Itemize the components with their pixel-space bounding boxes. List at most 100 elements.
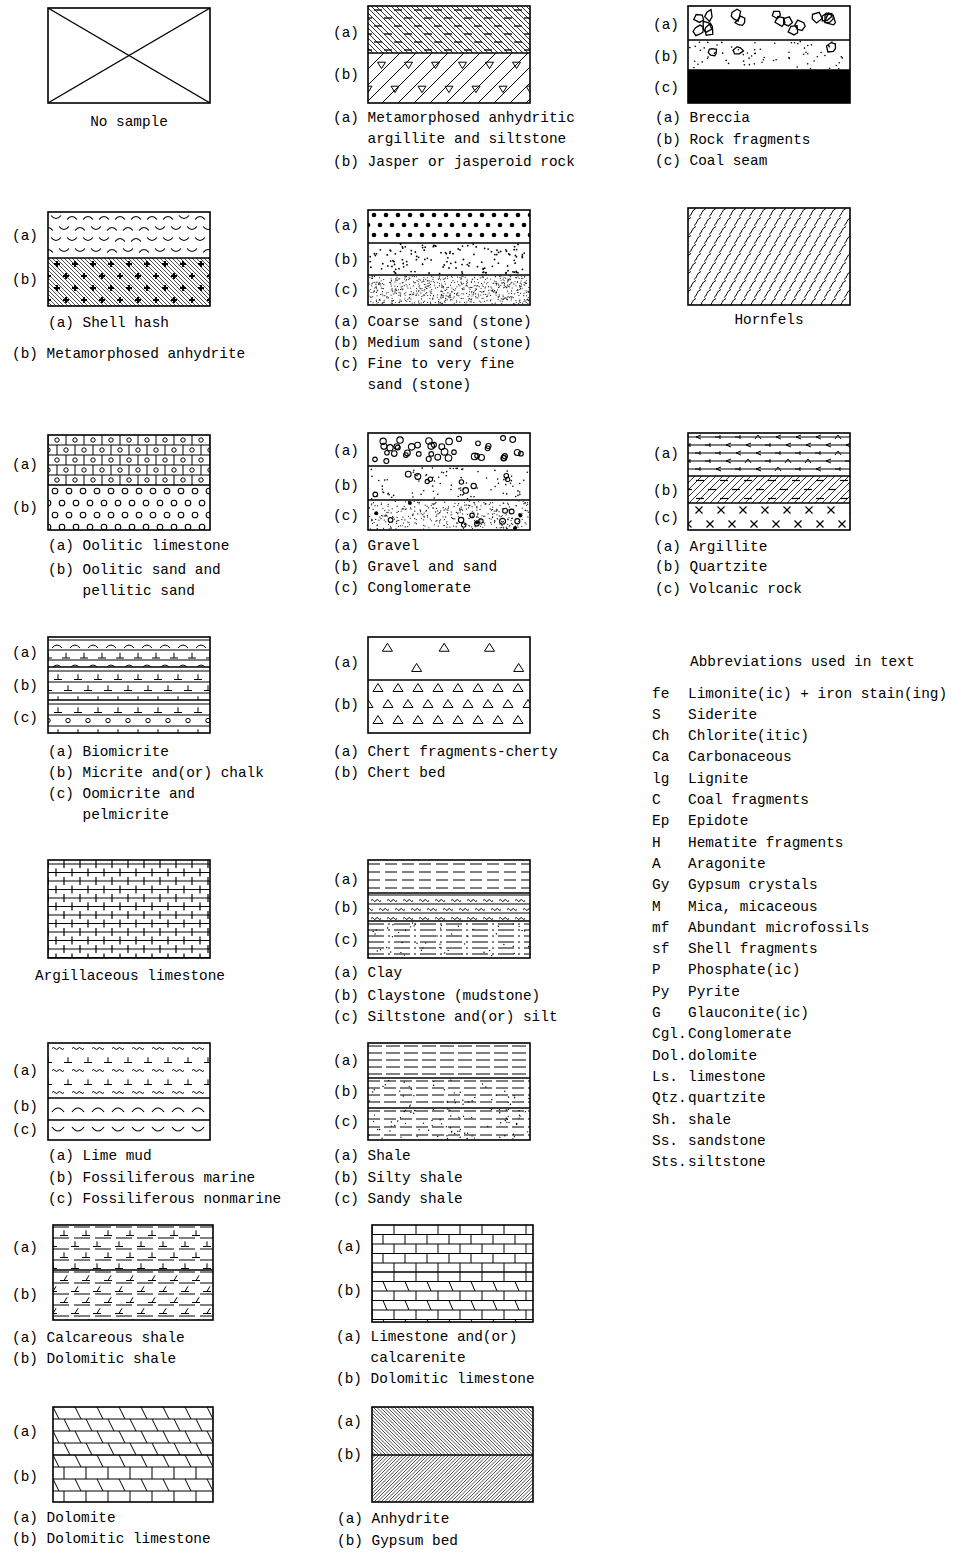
pattern-dot <box>485 272 487 274</box>
pattern-dot <box>382 283 383 284</box>
pattern-dot <box>420 213 425 218</box>
pattern-dot <box>459 509 460 510</box>
pattern-mark <box>754 236 761 244</box>
pattern-dot <box>457 293 458 294</box>
pattern-dot <box>482 268 484 270</box>
pattern-dot <box>463 298 464 299</box>
pattern-ring <box>504 474 509 479</box>
pattern-dot <box>384 295 385 296</box>
pattern-dot <box>399 292 400 293</box>
pattern-dot <box>441 294 442 295</box>
pattern-dot <box>794 42 796 44</box>
pattern-mark <box>699 263 706 271</box>
pattern-dot <box>396 213 401 218</box>
pattern-dot <box>388 297 389 298</box>
pattern-mark <box>714 272 721 280</box>
pattern-dot <box>516 277 517 278</box>
pattern-dot <box>371 519 372 520</box>
pattern-ring <box>190 448 194 452</box>
pattern-dot <box>451 514 452 515</box>
pattern-mark <box>709 245 716 253</box>
pattern-dot <box>426 257 428 259</box>
pattern-mark <box>144 261 150 267</box>
pattern-dot <box>402 223 407 228</box>
pattern-dot <box>707 58 709 60</box>
pattern-dot <box>392 516 393 517</box>
band-pattern <box>48 435 210 485</box>
pattern-mark <box>734 272 741 280</box>
pattern-line <box>474 25 482 26</box>
pattern-dot <box>404 285 405 286</box>
band-pattern <box>693 9 835 35</box>
pattern-dot <box>421 303 422 304</box>
pattern-dot <box>754 53 756 55</box>
pattern-mark <box>91 249 101 252</box>
pattern-ring <box>395 445 400 450</box>
pattern-dot <box>391 288 392 289</box>
pattern-mark <box>689 281 696 289</box>
pattern-dot <box>494 511 495 512</box>
pattern-dot <box>391 303 392 304</box>
pattern-ring <box>471 483 476 488</box>
pattern-dot <box>516 505 517 506</box>
pattern-dot <box>395 272 397 274</box>
pattern-line <box>454 25 462 26</box>
pattern-dot <box>496 283 497 284</box>
pattern-dot <box>838 62 840 64</box>
pattern-line <box>100 258 148 306</box>
pattern-dot <box>474 290 475 291</box>
pattern-line <box>176 258 210 306</box>
pattern-dot <box>528 291 529 292</box>
symbol-border <box>368 210 530 305</box>
pattern-dot <box>424 259 426 261</box>
pattern-line <box>454 41 462 42</box>
pattern-ring <box>87 500 93 506</box>
pattern-mark <box>155 227 165 230</box>
pattern-dot <box>412 515 413 516</box>
pattern-mark <box>819 209 826 217</box>
pattern-dot <box>511 299 512 300</box>
pattern-mark <box>829 227 836 235</box>
pattern-dot <box>392 260 394 262</box>
pattern-dot <box>403 266 405 268</box>
pattern-ring <box>486 444 491 449</box>
band-divider <box>688 69 850 70</box>
pattern-dot <box>379 249 381 251</box>
pattern-dot <box>504 283 505 284</box>
pattern-dot <box>416 276 417 277</box>
pattern-dot <box>457 248 459 250</box>
pattern-mark <box>794 218 801 226</box>
pattern-dot <box>376 282 377 283</box>
pattern-dot <box>495 293 496 294</box>
pattern-dot <box>496 292 497 293</box>
pattern-dot <box>420 280 421 281</box>
pattern-dot <box>460 278 461 279</box>
pattern-line <box>414 53 464 103</box>
pattern-dot <box>504 298 505 299</box>
pattern-mark <box>63 297 69 303</box>
pattern-dot <box>425 511 426 512</box>
lithology-symbol <box>684 208 861 307</box>
pattern-dot <box>431 520 432 521</box>
pattern-dot <box>503 503 504 504</box>
pattern-mark <box>51 216 61 219</box>
pattern-dot <box>409 294 410 295</box>
pattern-dot <box>501 280 502 281</box>
pattern-dot <box>373 302 374 303</box>
pattern-dot <box>754 53 756 55</box>
pattern-dot <box>450 295 451 296</box>
pattern-dot <box>409 278 410 279</box>
pattern-line <box>426 6 473 53</box>
pattern-dot <box>456 213 461 218</box>
pattern-line <box>57 465 58 475</box>
pattern-dot <box>510 520 511 521</box>
pattern-line <box>48 475 210 476</box>
pattern-ring <box>199 478 203 482</box>
pattern-dot <box>439 512 440 513</box>
pattern-dot <box>461 271 463 273</box>
pattern-dot <box>408 279 409 280</box>
pattern-dot <box>484 290 485 291</box>
pattern-mark <box>779 299 786 306</box>
pattern-dot <box>489 504 490 505</box>
pattern-dot <box>404 276 405 277</box>
